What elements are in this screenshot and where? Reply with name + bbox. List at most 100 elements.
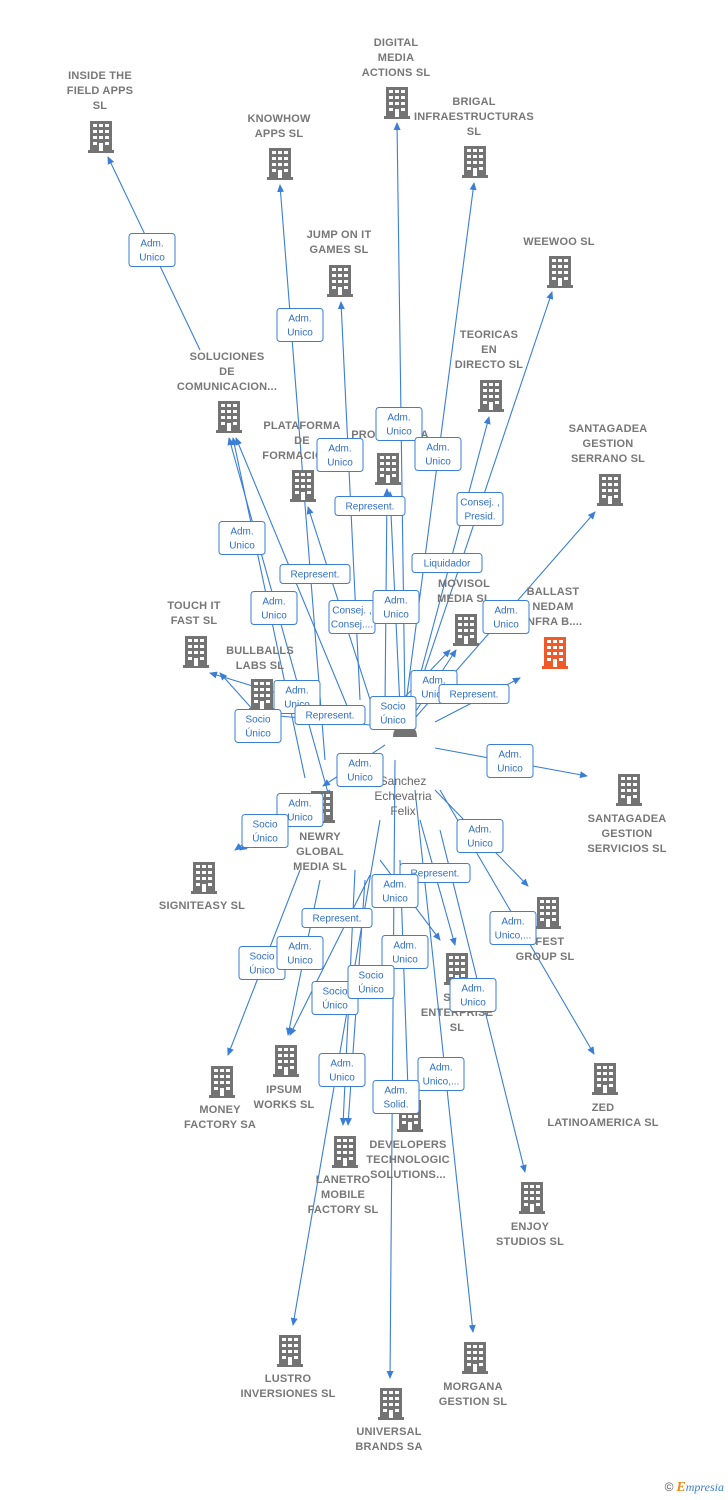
- relation-label-lustro[interactable]: Adm.Unico: [318, 1053, 366, 1087]
- company-name: BRIGAL: [452, 96, 495, 108]
- relation-label-jump[interactable]: Consej. ,Consej....: [328, 600, 376, 634]
- relation-label-ipsum[interactable]: Represent.: [301, 908, 373, 928]
- relation-label-text: Represent.: [306, 711, 355, 722]
- company-node-soluciones[interactable]: SOLUCIONESDECOMUNICACION...: [177, 351, 277, 433]
- relation-label-knowhow[interactable]: Adm.Unico: [276, 308, 324, 342]
- relation-label-teoricas[interactable]: Consej. ,Presid.: [456, 492, 504, 526]
- relation-label-morgana[interactable]: Adm.Unico,...: [417, 1057, 465, 1091]
- company-node-developers[interactable]: DEVELOPERSTECHNOLOGICSOLUTIONS...: [366, 1100, 450, 1181]
- relation-label-producciones[interactable]: Represent.: [334, 496, 406, 516]
- relation-label-text: Consej. ,: [460, 498, 499, 509]
- relation-label-text: Represent.: [346, 502, 395, 513]
- company-name: INFRA B....: [524, 616, 583, 628]
- building-icon: [616, 774, 642, 806]
- relation-label-digital[interactable]: Adm.Unico: [375, 407, 423, 441]
- building-icon: [273, 1045, 299, 1077]
- relation-label-zed[interactable]: Adm.Unico,...: [489, 911, 537, 945]
- relation-label-universal[interactable]: Adm.Solid.: [372, 1080, 420, 1114]
- company-name: LUSTRO: [265, 1373, 312, 1385]
- relation-label-soluciones[interactable]: Represent.: [279, 564, 351, 584]
- company-name: GESTION SL: [439, 1396, 508, 1408]
- building-icon: [277, 1335, 303, 1367]
- relation-label-text: Unico: [284, 700, 310, 711]
- relation-label-box: [250, 591, 298, 625]
- relation-label-box: [369, 696, 417, 730]
- relation-label-weewoo[interactable]: Liquidador: [411, 553, 483, 573]
- company-name: MEDIA SL: [293, 861, 347, 873]
- company-name: DIRECTO SL: [455, 359, 523, 371]
- relation-label-box: [486, 744, 534, 778]
- relation-label-text: Socio: [249, 952, 274, 963]
- company-name: GESTION: [583, 438, 634, 450]
- relation-label-ballast[interactable]: Represent.: [438, 684, 510, 704]
- company-name: COMUNICACION...: [177, 381, 277, 393]
- relation-label-producciones[interactable]: Adm.Unico: [372, 590, 420, 624]
- relation-label-box: [276, 308, 324, 342]
- relation-label-enjoy[interactable]: Adm.Unico: [449, 978, 497, 1012]
- company-name: TEORICAS: [460, 329, 518, 341]
- building-icon: [290, 470, 316, 502]
- relation-label-servicios[interactable]: Adm.Unico: [486, 744, 534, 778]
- relation-label-text: Adm.: [426, 443, 449, 454]
- relation-label-developers[interactable]: Adm.Unico: [381, 935, 429, 969]
- relation-label-ipsum[interactable]: Adm.Unico: [276, 936, 324, 970]
- building-icon: [542, 637, 568, 669]
- relation-label-serrano[interactable]: Adm.Unico: [482, 600, 530, 634]
- building-icon: [209, 1066, 235, 1098]
- company-name: MOVISOL: [438, 578, 490, 590]
- relation-label-text: Adm.: [461, 984, 484, 995]
- relation-label-text: Represent.: [450, 690, 499, 701]
- company-name: TOUCH IT: [167, 600, 220, 612]
- relation-label-text: Unico: [497, 764, 523, 775]
- company-name: SERRANO SL: [571, 453, 645, 465]
- company-name: ENJOY: [511, 1221, 550, 1233]
- relation-label-bullballs[interactable]: Represent.: [294, 705, 366, 725]
- company-name: SL: [93, 100, 108, 112]
- relation-label-newry[interactable]: Adm.Unico: [336, 753, 384, 787]
- company-node-weewoo[interactable]: WEEWOO SL: [523, 236, 595, 288]
- relation-label-text: Adm.: [383, 880, 406, 891]
- relation-label-plataforma[interactable]: Adm.Unico: [316, 438, 364, 472]
- relation-label-soluciones[interactable]: Adm.Unico: [218, 521, 266, 555]
- relation-label-text: Unico: [287, 328, 313, 339]
- company-name: SERVICIOS SL: [587, 843, 666, 855]
- company-node-signiteasy[interactable]: SIGNITEASY SL: [159, 862, 245, 912]
- relation-label-soluciones[interactable]: Adm.Unico: [250, 591, 298, 625]
- relation-label-inside[interactable]: Adm.Unico: [128, 233, 176, 267]
- relation-label-fest[interactable]: Adm.Unico: [456, 819, 504, 853]
- relation-label-text: Adm.: [384, 596, 407, 607]
- relation-label-brigal[interactable]: Adm.Unico: [414, 437, 462, 471]
- relation-label-text: Represent.: [313, 914, 362, 925]
- company-name: FACTORY SA: [184, 1119, 256, 1131]
- relation-edge-universal: [386, 759, 396, 1379]
- relation-label-silicon[interactable]: Adm.Unico: [371, 874, 419, 908]
